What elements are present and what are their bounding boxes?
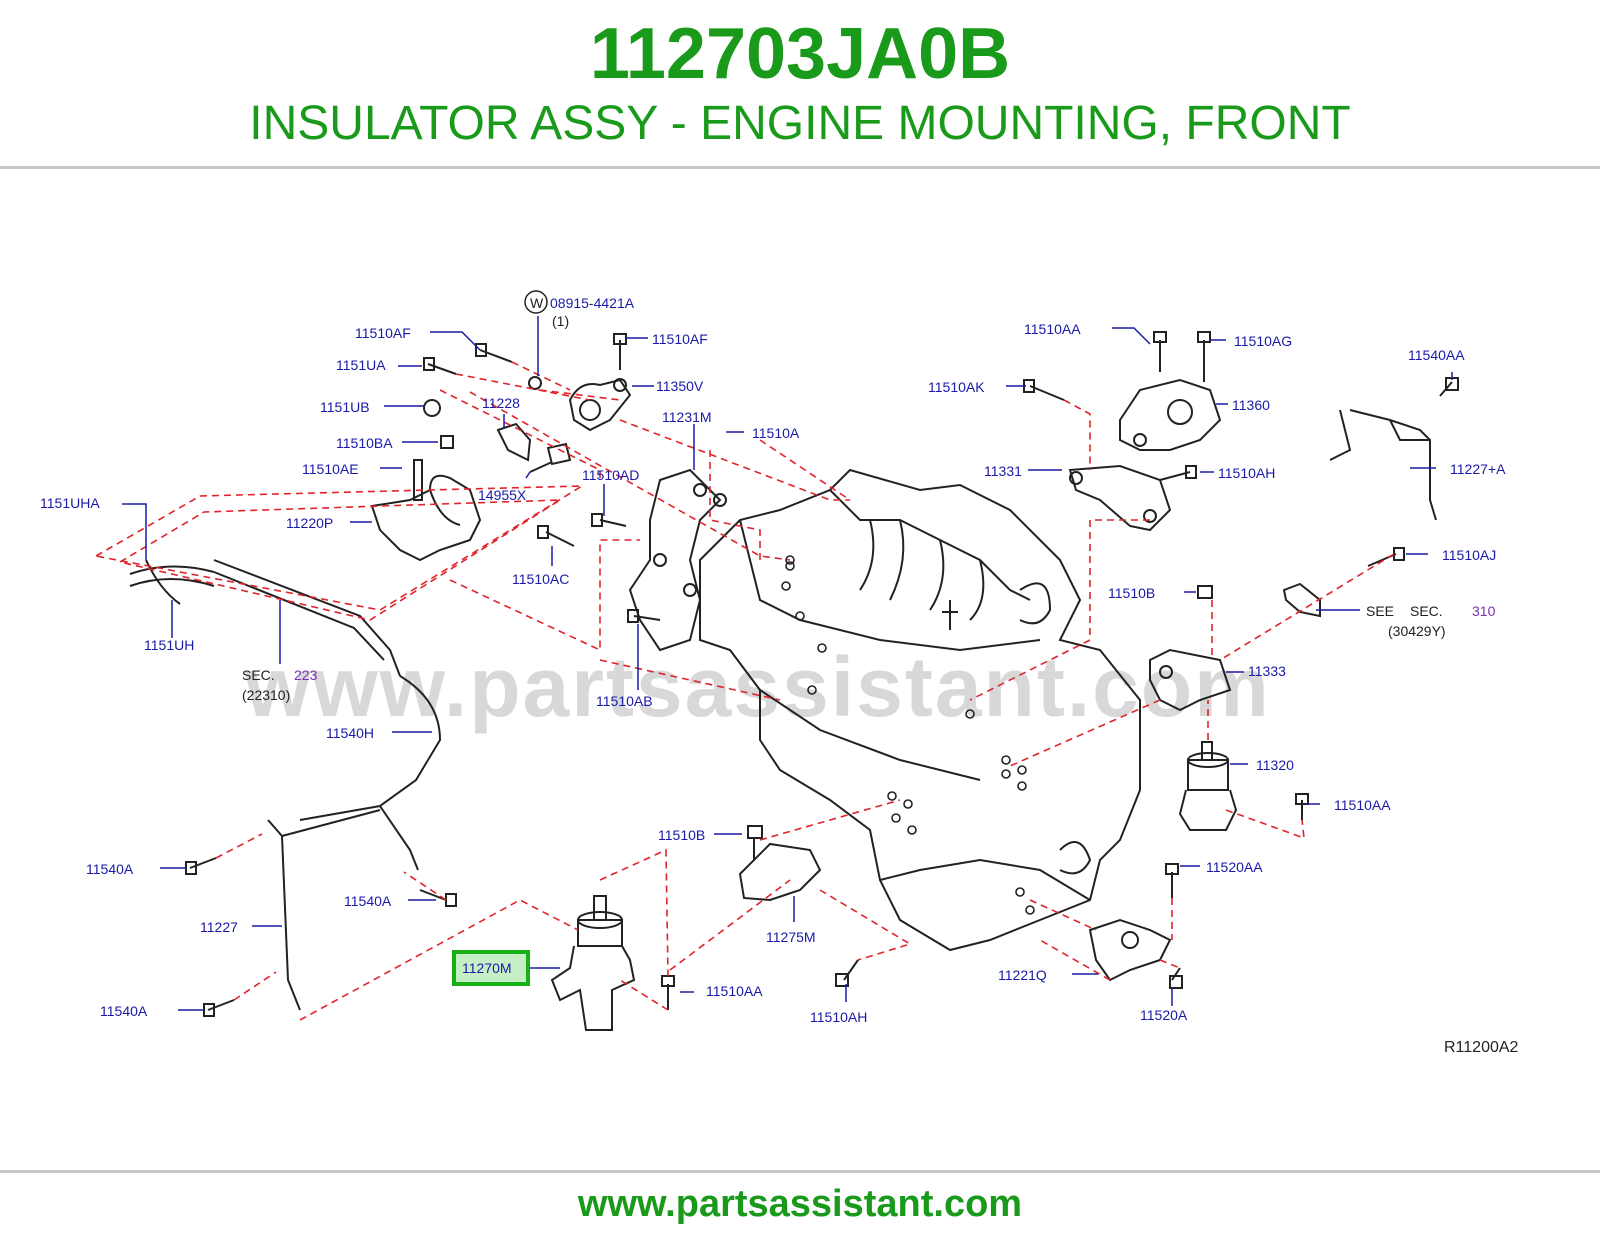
label-11510AA-top[interactable]: 11510AA: [1024, 321, 1081, 337]
washer-symbol: W: [530, 295, 544, 311]
label-11350V[interactable]: 11350V: [656, 378, 704, 394]
header: 112703JA0B INSULATOR ASSY - ENGINE MOUNT…: [0, 0, 1600, 170]
label-11221Q[interactable]: 11221Q: [998, 967, 1047, 983]
label-11510B-bottom[interactable]: 11510B: [658, 827, 705, 843]
label-14955X[interactable]: 14955X: [478, 487, 527, 503]
part-name-subtitle: INSULATOR ASSY - ENGINE MOUNTING, FRONT: [249, 97, 1351, 150]
link-sec-223[interactable]: 223: [294, 667, 318, 683]
label-11510AE[interactable]: 11510AE: [302, 461, 359, 477]
label-1151UHA[interactable]: 1151UHA: [40, 495, 100, 511]
label-11510BA[interactable]: 11510BA: [336, 435, 393, 451]
label-11510A[interactable]: 11510A: [752, 425, 800, 441]
engine-bolt-holes: [781, 555, 1035, 915]
label-11510AA-bottom[interactable]: 11510AA: [706, 983, 763, 999]
link-sec-310[interactable]: 310: [1472, 603, 1496, 619]
label-11510AJ[interactable]: 11510AJ: [1442, 547, 1496, 563]
parts-diagram: www.partsassistant.com: [40, 290, 1519, 1056]
footer-url[interactable]: www.partsassistant.com: [577, 1183, 1023, 1225]
label-11540AA[interactable]: 11540AA: [1408, 347, 1465, 363]
label-11510AH-top[interactable]: 11510AH: [1218, 465, 1275, 481]
label-11227-A[interactable]: 11227+A: [1450, 461, 1506, 477]
footer-divider: [0, 1170, 1600, 1173]
label-sec-223-sub: (22310): [242, 687, 290, 703]
label-11220P[interactable]: 11220P: [286, 515, 333, 531]
label-1151UH[interactable]: 1151UH: [144, 637, 194, 653]
part-number-title: 112703JA0B: [589, 14, 1011, 94]
label-11540A-3[interactable]: 11540A: [100, 1003, 148, 1019]
part-labels: 08915-4421A (1) 11510AF 11510AF 1151UA 1…: [40, 295, 1519, 1056]
label-11510AH-bottom[interactable]: 11510AH: [810, 1009, 867, 1025]
label-qty: (1): [552, 313, 569, 329]
label-08915-4421A[interactable]: 08915-4421A: [550, 295, 635, 311]
label-11331[interactable]: 11331: [984, 463, 1022, 479]
engine-block-drawing: [699, 468, 1141, 952]
label-pointers: [122, 316, 1453, 1011]
diagram-reference-code: R11200A2: [1444, 1039, 1519, 1056]
label-sec-223: SEC.: [242, 667, 275, 683]
label-11275M[interactable]: 11275M: [766, 929, 816, 945]
label-11520A[interactable]: 11520A: [1140, 1007, 1188, 1023]
label-1151UA[interactable]: 1151UA: [336, 357, 386, 373]
label-11510B-right[interactable]: 11510B: [1108, 585, 1155, 601]
label-11227[interactable]: 11227: [200, 919, 238, 935]
label-11231M[interactable]: 11231M: [662, 409, 712, 425]
highlight-box-11270M[interactable]: [452, 950, 530, 986]
label-11320[interactable]: 11320: [1256, 757, 1294, 773]
label-11510AA-right[interactable]: 11510AA: [1334, 797, 1391, 813]
label-sec-310: SEC.: [1410, 603, 1443, 619]
label-11520AA[interactable]: 11520AA: [1206, 859, 1263, 875]
label-11228[interactable]: 11228: [482, 395, 520, 411]
label-11540H[interactable]: 11540H: [326, 725, 374, 741]
label-11360[interactable]: 11360: [1232, 397, 1270, 413]
label-11510AK[interactable]: 11510AK: [928, 379, 985, 395]
label-11510AG[interactable]: 11510AG: [1234, 333, 1292, 349]
leader-lines: [95, 361, 1395, 1021]
label-11510AB[interactable]: 11510AB: [596, 693, 653, 709]
label-see: SEE: [1366, 603, 1394, 619]
label-11333[interactable]: 11333: [1248, 663, 1286, 679]
label-11510AD[interactable]: 11510AD: [582, 467, 639, 483]
parts-drawings: [129, 331, 1459, 1031]
label-1151UB[interactable]: 1151UB: [320, 399, 370, 415]
label-11510AF-left[interactable]: 11510AF: [355, 325, 411, 341]
label-11270M[interactable]: 11270M: [462, 960, 512, 976]
label-sec-310-sub: (30429Y): [1388, 623, 1446, 639]
washer-symbol-circle: [524, 290, 548, 314]
label-11510AF-right[interactable]: 11510AF: [652, 331, 708, 347]
header-divider: [0, 166, 1600, 169]
label-11540A-1[interactable]: 11540A: [86, 861, 134, 877]
label-11540A-2[interactable]: 11540A: [344, 893, 392, 909]
label-11510AC[interactable]: 11510AC: [512, 571, 569, 587]
